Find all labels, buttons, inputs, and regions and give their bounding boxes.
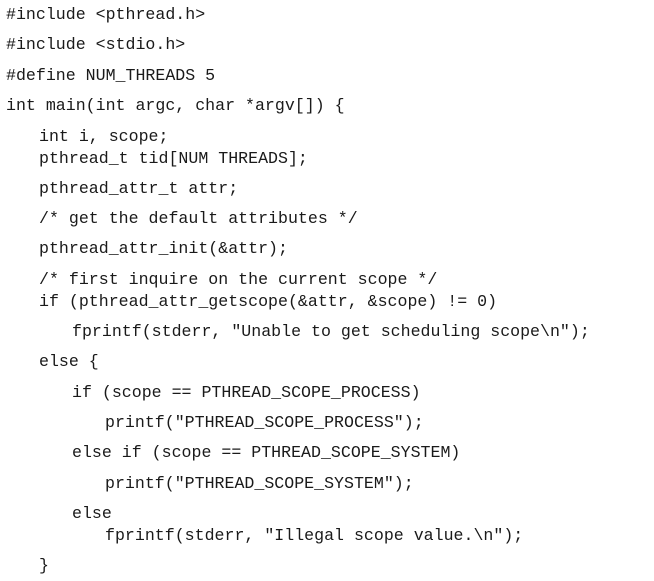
code-line-4: int main(int argc, char *argv[]) { <box>6 96 345 115</box>
code-line-16: else if (scope == PTHREAD_SCOPE_SYSTEM) <box>72 443 461 462</box>
code-line-6: pthread_t tid[NUM THREADS]; <box>39 149 308 168</box>
code-line-3: #define NUM_THREADS 5 <box>6 66 216 85</box>
code-line-8: /* get the default attributes */ <box>39 209 358 228</box>
code-line-15: printf("PTHREAD_SCOPE_PROCESS"); <box>105 413 424 432</box>
code-line-5: int i, scope; <box>39 127 169 146</box>
code-line-10: /* first inquire on the current scope */ <box>39 270 438 289</box>
code-line-12: fprintf(stderr, "Unable to get schedulin… <box>72 322 590 341</box>
code-line-17: printf("PTHREAD_SCOPE_SYSTEM"); <box>105 474 414 493</box>
code-line-1: #include <pthread.h> <box>6 5 206 24</box>
code-line-11: if (pthread_attr_getscope(&attr, &scope)… <box>39 292 498 311</box>
code-line-18: else <box>72 504 112 523</box>
code-line-9: pthread_attr_init(&attr); <box>39 239 288 258</box>
code-line-7: pthread_attr_t attr; <box>39 179 239 198</box>
code-line-13: else { <box>39 352 99 371</box>
code-line-20: } <box>39 556 49 575</box>
code-line-19: fprintf(stderr, "Illegal scope value.\n"… <box>105 526 524 545</box>
code-line-2: #include <stdio.h> <box>6 35 186 54</box>
code-line-14: if (scope == PTHREAD_SCOPE_PROCESS) <box>72 383 421 402</box>
